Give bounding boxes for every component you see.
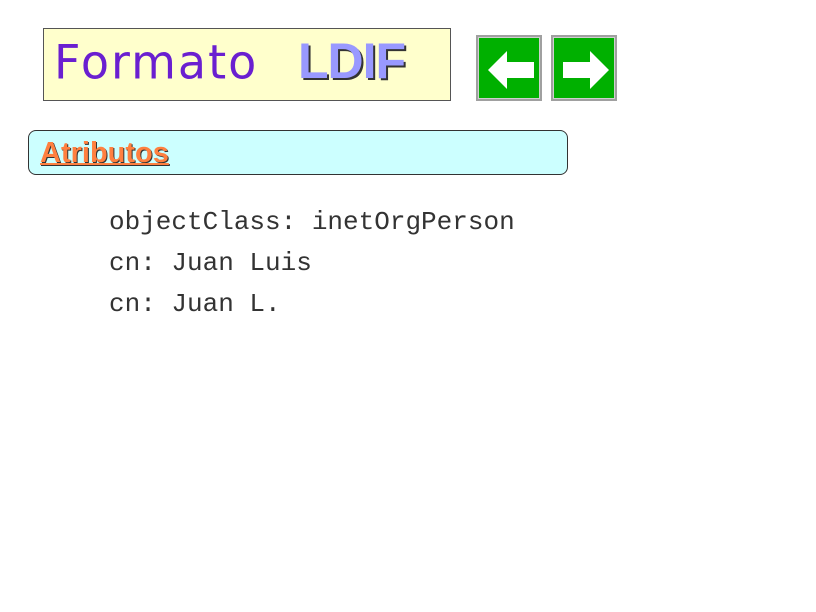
- slide-title: Formato LDIF: [43, 28, 451, 101]
- title-text-ldif: LDIF: [298, 33, 406, 89]
- code-line: objectClass: inetOrgPerson: [109, 207, 515, 237]
- next-slide-button[interactable]: [551, 35, 617, 101]
- section-header: Atributos: [28, 130, 568, 175]
- title-text-formato: Formato: [54, 34, 259, 90]
- arrow-right-icon: [563, 51, 609, 89]
- section-title: Atributos: [40, 137, 169, 169]
- ldif-attribute-list: objectClass: inetOrgPerson cn: Juan Luis…: [109, 204, 515, 327]
- arrow-left-icon: [488, 51, 534, 89]
- code-line: cn: Juan Luis: [109, 248, 312, 278]
- previous-slide-button[interactable]: [476, 35, 542, 101]
- code-line: cn: Juan L.: [109, 289, 281, 319]
